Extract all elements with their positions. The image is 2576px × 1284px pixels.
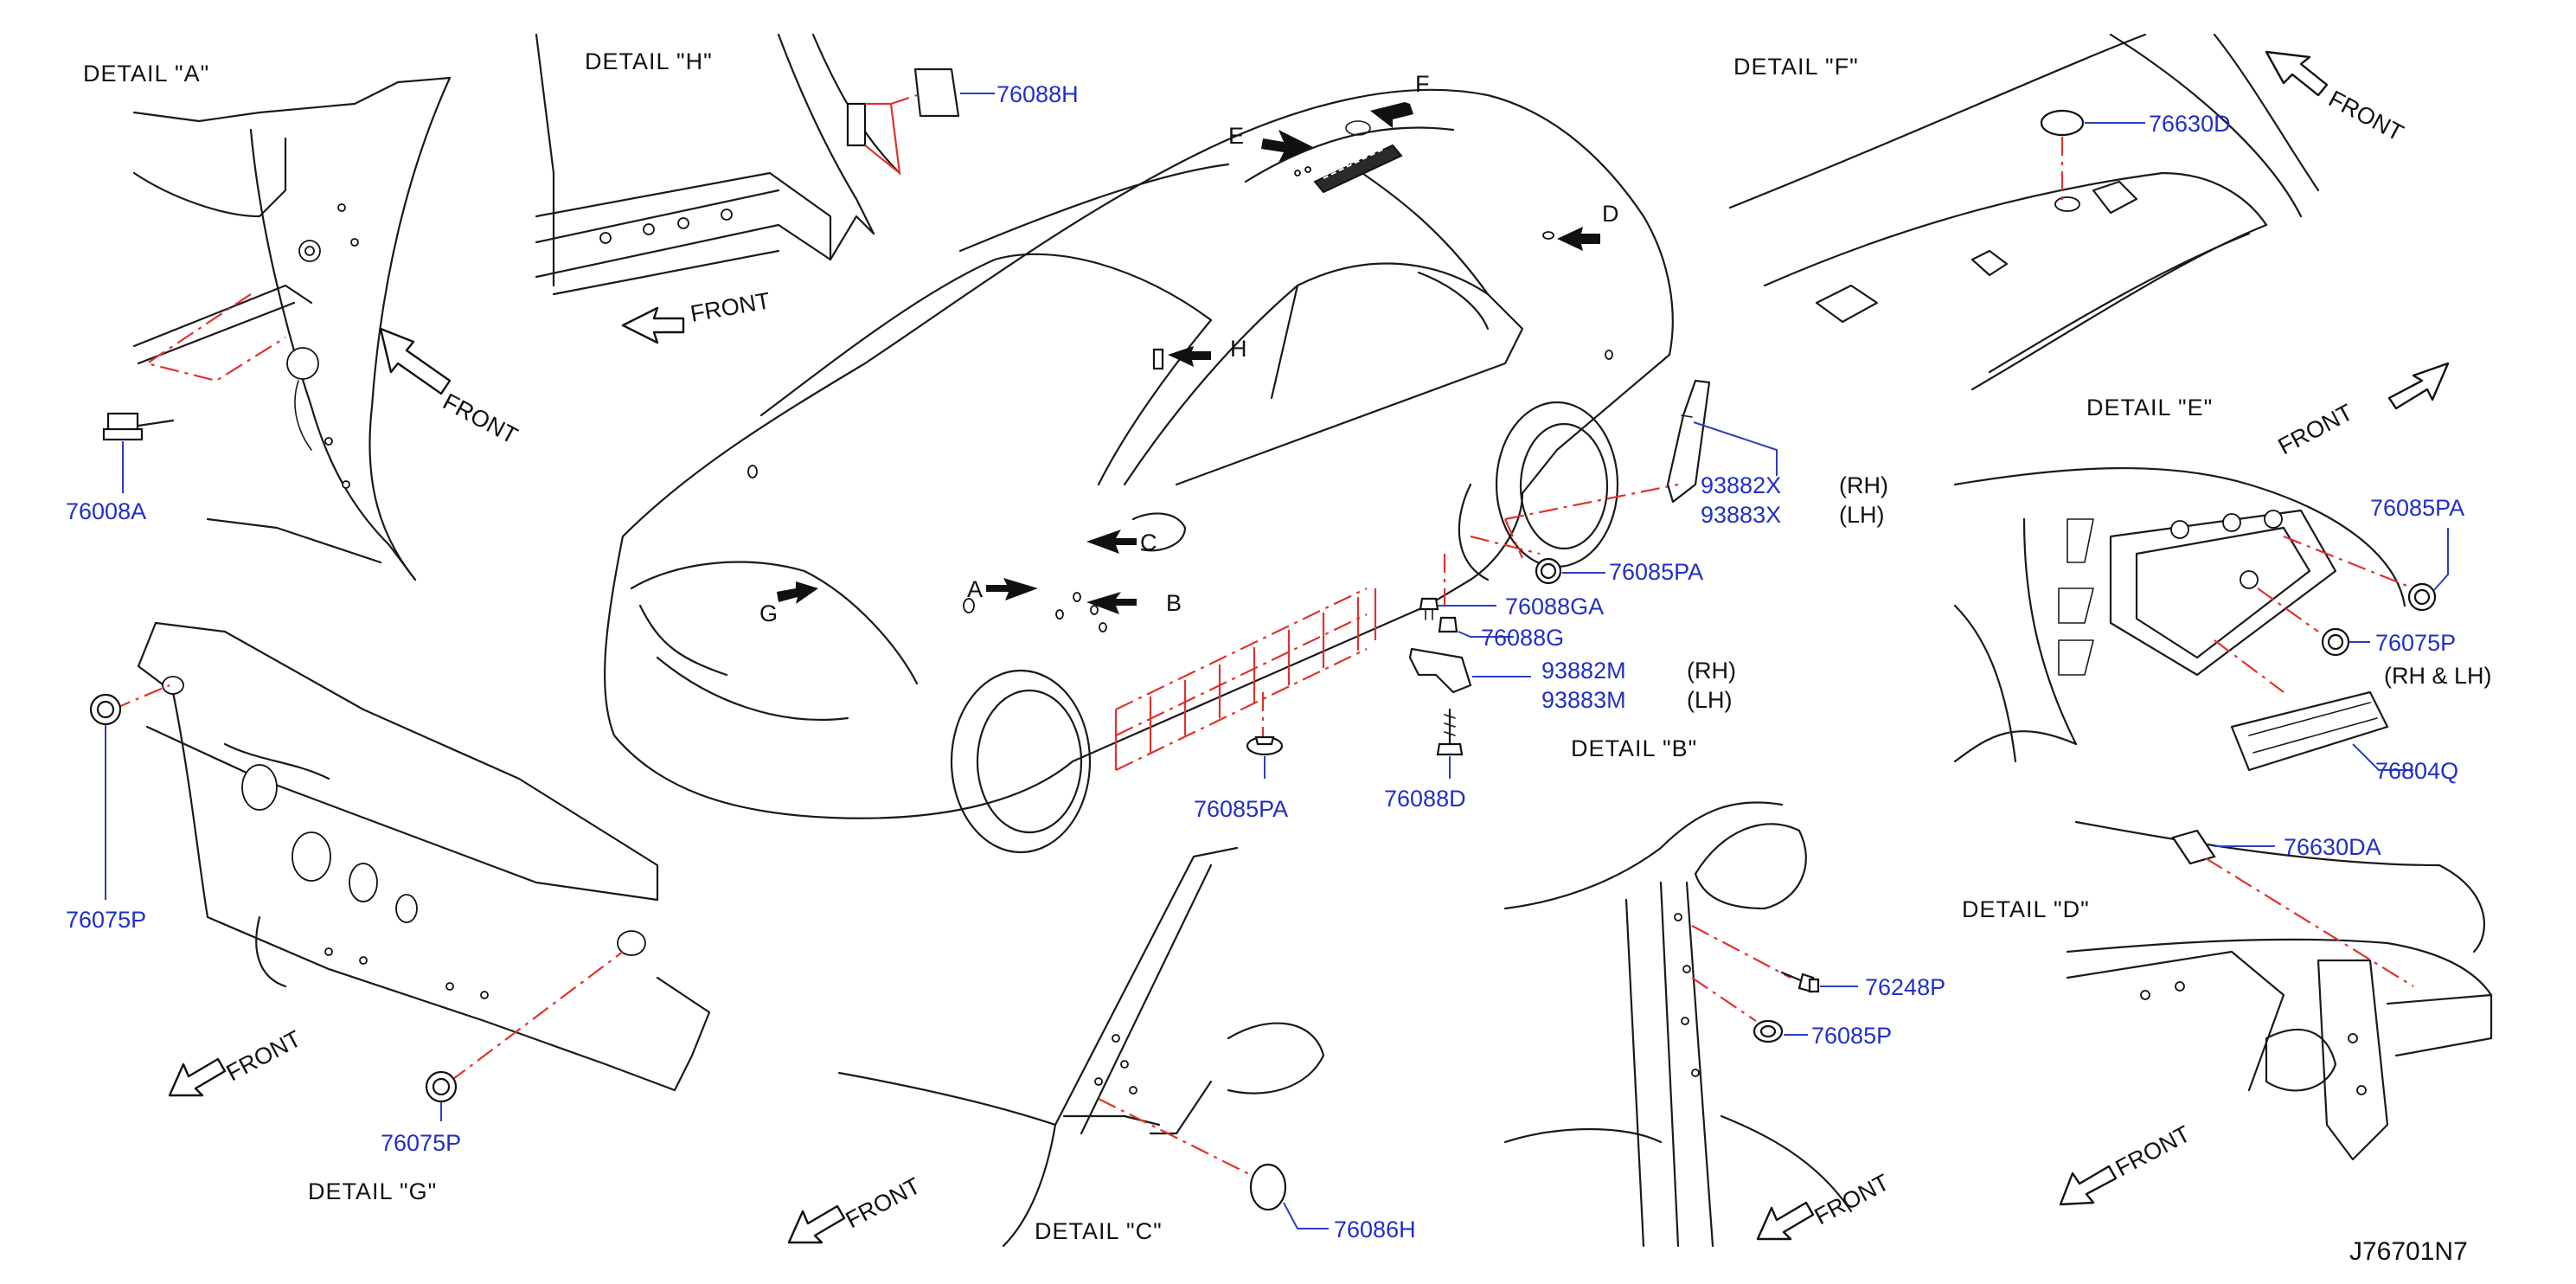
- lamp-76804q: [2230, 690, 2389, 772]
- part-93882x: 93882X: [1701, 472, 1781, 498]
- clip-76088g: 76088G: [1438, 616, 1564, 651]
- part-76248p: 76248P: [1865, 974, 1945, 1000]
- part-76085pa-main: 76085PA: [1609, 559, 1703, 585]
- marker-h: H: [1230, 336, 1247, 362]
- detail-c: 76086H DETAIL "C" FRONT: [787, 846, 1416, 1248]
- front-arrow-f: FRONT: [2265, 50, 2407, 146]
- detail-f: DETAIL "F" 76630D FRONT: [1728, 33, 2407, 391]
- front-label-c: FRONT: [842, 1172, 925, 1233]
- part-76075p-g2: 76075P: [381, 1130, 461, 1156]
- front-arrow-d: FRONT: [2059, 1120, 2195, 1206]
- front-arrow-g: FRONT: [168, 1025, 305, 1097]
- part-76085p: 76085P: [1811, 1023, 1892, 1049]
- front-arrow-a: FRONT: [379, 327, 522, 449]
- part-76085pa-sill: 76085PA: [1194, 796, 1288, 822]
- washer-76085pa-main: 76085PA: [1535, 557, 1703, 585]
- note-lh-93883x: (LH): [1839, 502, 1885, 528]
- high-mount-lamp: [1313, 144, 1403, 194]
- part-76086h: 76086H: [1334, 1217, 1416, 1242]
- part-76630da: 76630DA: [2284, 834, 2381, 860]
- front-label-e: FRONT: [2274, 399, 2357, 459]
- car-body: A B C D E F G H: [604, 71, 1679, 854]
- part-93882m: 93882M: [1541, 658, 1626, 684]
- front-arrow-e: FRONT: [2274, 362, 2450, 459]
- front-arrow-h: FRONT: [621, 287, 772, 344]
- part-76008a: 76008A: [66, 498, 146, 524]
- detail-f-title: DETAIL "F": [1733, 54, 1859, 80]
- bolt-76088d: 76088D: [1384, 708, 1466, 812]
- front-arrow-c: FRONT: [787, 1172, 925, 1244]
- detail-h-title: DETAIL "H": [585, 48, 713, 74]
- detail-g: 76075P 76075P DETAIL "G" FRONT: [66, 621, 711, 1204]
- bolt-76248p: [1780, 971, 1820, 993]
- detail-b: DETAIL "B" 76248P 76085P FRONT: [1503, 735, 1945, 1248]
- bracket-93882m: 93882M 93883M (RH) (LH): [1408, 647, 1736, 713]
- detail-d: DETAIL "D" 76630DA FRONT: [1962, 820, 2493, 1206]
- detail-a: DETAIL "A" 76008A FRONT: [66, 61, 522, 581]
- marker-b: B: [1166, 590, 1182, 616]
- diagram-code: J76701N7: [2349, 1237, 2468, 1266]
- marker-arrow-e: E: [1228, 123, 1313, 163]
- bolt-76008a: [102, 412, 175, 441]
- part-76630d: 76630D: [2149, 111, 2231, 137]
- marker-g: G: [759, 600, 778, 626]
- front-label-a: FRONT: [439, 388, 522, 449]
- marker-arrow-d: D: [1557, 201, 1619, 251]
- marker-d: D: [1602, 201, 1619, 227]
- detail-e-title: DETAIL "E": [2086, 395, 2213, 421]
- detail-b-title: DETAIL "B": [1571, 735, 1697, 761]
- detail-g-title: DETAIL "G": [308, 1178, 437, 1204]
- front-label-f: FRONT: [2324, 86, 2407, 146]
- marker-a: A: [967, 576, 983, 602]
- detail-h: DETAIL "H" 76088H FRONT: [535, 33, 1079, 344]
- sill-phantom-lines: [1114, 483, 1679, 771]
- detail-e: DETAIL "E" FRONT 76085PA 76075P (RH & LH…: [1953, 362, 2492, 784]
- note-rh-93882m: (RH): [1687, 658, 1736, 684]
- marker-arrow-b: B: [1086, 590, 1182, 616]
- note-rh-and-lh: (RH & LH): [2384, 663, 2492, 689]
- detail-c-title: DETAIL "C": [1035, 1218, 1163, 1244]
- front-label-g: FRONT: [222, 1025, 305, 1086]
- marker-arrow-a: A: [967, 576, 1038, 602]
- part-76075p-e: 76075P: [2375, 630, 2456, 656]
- part-76088h: 76088H: [996, 81, 1079, 107]
- note-rh-93882x: (RH): [1839, 472, 1888, 498]
- note-lh-93883m: (LH): [1687, 687, 1733, 713]
- part-76075p-g1: 76075P: [66, 907, 146, 933]
- detail-d-title: DETAIL "D": [1962, 896, 2090, 922]
- part-93883m: 93883M: [1541, 687, 1626, 713]
- part-76088g: 76088G: [1481, 625, 1564, 651]
- part-93883x: 93883X: [1701, 502, 1781, 528]
- part-76088d: 76088D: [1384, 786, 1466, 812]
- marker-arrow-c: C: [1086, 530, 1157, 555]
- marker-c: C: [1140, 530, 1157, 555]
- marker-arrow-g: G: [759, 581, 818, 626]
- detail-a-title: DETAIL "A": [83, 61, 209, 87]
- marker-f: F: [1415, 71, 1430, 97]
- mud-guard-93882x: 93882X 93883X (RH) (LH): [1666, 379, 1888, 528]
- front-label-d: FRONT: [2111, 1120, 2195, 1181]
- marker-arrow-h: H: [1152, 336, 1247, 370]
- front-label-h: FRONT: [689, 287, 772, 327]
- marker-e: E: [1228, 123, 1244, 149]
- marker-arrow-f: F: [1370, 71, 1430, 128]
- washer-76085pa-sill: 76085PA: [1194, 735, 1288, 822]
- clip-76088ga: 76088GA: [1419, 594, 1604, 620]
- part-76804q: 76804Q: [2375, 758, 2458, 784]
- part-76088ga: 76088GA: [1505, 594, 1604, 620]
- part-76085pa-e: 76085PA: [2370, 495, 2464, 521]
